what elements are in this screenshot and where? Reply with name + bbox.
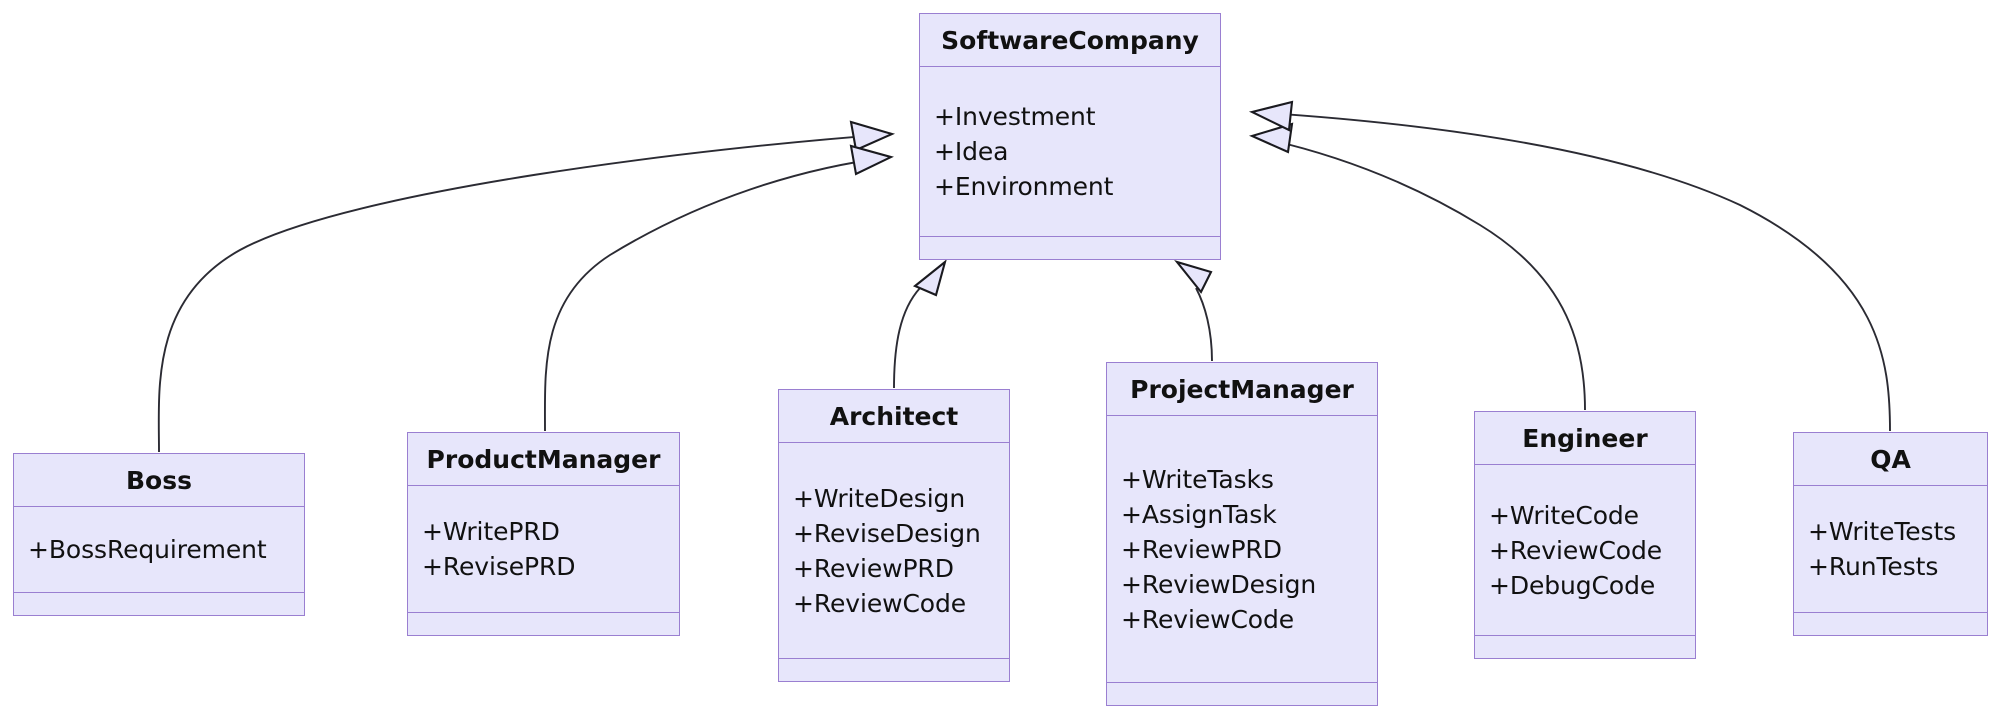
uml-class-attributes: +WriteTasks +AssignTask +ReviewPRD +ReviewD… xyxy=(1107,416,1377,683)
uml-class-attributes: +BossRequirement xyxy=(14,507,304,593)
uml-class-qa[interactable]: QA +WriteTests +RunTests xyxy=(1793,432,1988,636)
uml-class-attributes: +WritePRD +RevisePRD xyxy=(408,486,679,613)
uml-attribute: +WritePRD xyxy=(422,517,560,546)
uml-class-methods xyxy=(779,659,1009,681)
uml-attribute: +RunTests xyxy=(1808,552,1939,581)
uml-class-title: QA xyxy=(1794,433,1987,486)
uml-class-methods xyxy=(1794,613,1987,635)
uml-class-boss[interactable]: Boss +BossRequirement xyxy=(13,453,305,616)
uml-class-methods xyxy=(1475,636,1695,658)
uml-class-softwarecompany[interactable]: SoftwareCompany +Investment +Idea +Environm… xyxy=(919,13,1221,260)
uml-attribute: +WriteTasks xyxy=(1121,464,1274,494)
uml-attribute: +BossRequirement xyxy=(28,535,267,564)
uml-attribute: +Idea xyxy=(934,137,1009,166)
uml-class-attributes: +WriteDesign +ReviseDesign +ReviewPRD +Revi… xyxy=(779,443,1009,659)
uml-attribute: +WriteDesign xyxy=(793,483,966,513)
uml-attribute: +DebugCode xyxy=(1489,570,1656,600)
uml-class-architect[interactable]: Architect +WriteDesign +ReviseDesign +Revie… xyxy=(778,389,1010,682)
edge-line xyxy=(893,287,921,389)
generalization-arrowhead-icon xyxy=(1248,122,1294,154)
edge-line xyxy=(1195,287,1213,362)
uml-class-title: ProductManager xyxy=(408,433,679,486)
generalization-arrowhead-icon xyxy=(912,259,947,297)
uml-class-methods xyxy=(920,237,1220,259)
uml-class-title: Architect xyxy=(779,390,1009,443)
uml-edge-projectmanager-to-softwarecompany xyxy=(1174,260,1213,362)
uml-attribute: +ReviewCode xyxy=(1121,604,1295,634)
uml-class-projectmanager[interactable]: ProjectManager +WriteTasks +AssignTask +Rev… xyxy=(1106,362,1378,706)
uml-class-methods xyxy=(1107,683,1377,705)
uml-class-attributes: +Investment +Idea +Environment xyxy=(920,67,1220,237)
uml-attribute: +ReviewCode xyxy=(793,588,967,618)
generalization-arrowhead-icon xyxy=(849,144,894,176)
uml-attribute: +Environment xyxy=(934,172,1114,201)
uml-attribute: +WriteCode xyxy=(1489,500,1639,530)
uml-class-title: Boss xyxy=(14,454,304,507)
uml-class-engineer[interactable]: Engineer +WriteCode +ReviewCode +DebugCode xyxy=(1474,411,1696,659)
uml-attribute: +ReviewPRD xyxy=(793,553,954,583)
uml-attribute: +ReviewDesign xyxy=(1121,569,1317,599)
uml-class-productmanager[interactable]: ProductManager +WritePRD +RevisePRD xyxy=(407,432,680,636)
uml-edge-architect-to-softwarecompany xyxy=(893,259,947,389)
uml-attribute: +Investment xyxy=(934,102,1096,131)
uml-attribute: +RevisePRD xyxy=(422,552,576,581)
generalization-arrowhead-icon xyxy=(849,120,896,152)
uml-class-methods xyxy=(14,593,304,615)
uml-attribute: +ReviewCode xyxy=(1489,535,1663,565)
uml-attribute: +ReviseDesign xyxy=(793,518,981,548)
uml-attribute: +AssignTask xyxy=(1121,499,1277,529)
uml-class-title: SoftwareCompany xyxy=(920,14,1220,67)
uml-class-methods xyxy=(408,613,679,635)
generalization-arrowhead-icon xyxy=(1248,100,1294,132)
uml-class-attributes: +WriteTests +RunTests xyxy=(1794,486,1987,613)
uml-class-title: Engineer xyxy=(1475,412,1695,465)
generalization-arrowhead-icon xyxy=(1174,260,1213,294)
uml-class-title: ProjectManager xyxy=(1107,363,1377,416)
uml-attribute: +ReviewPRD xyxy=(1121,534,1282,564)
uml-attribute: +WriteTests xyxy=(1808,517,1957,546)
uml-class-attributes: +WriteCode +ReviewCode +DebugCode xyxy=(1475,465,1695,636)
